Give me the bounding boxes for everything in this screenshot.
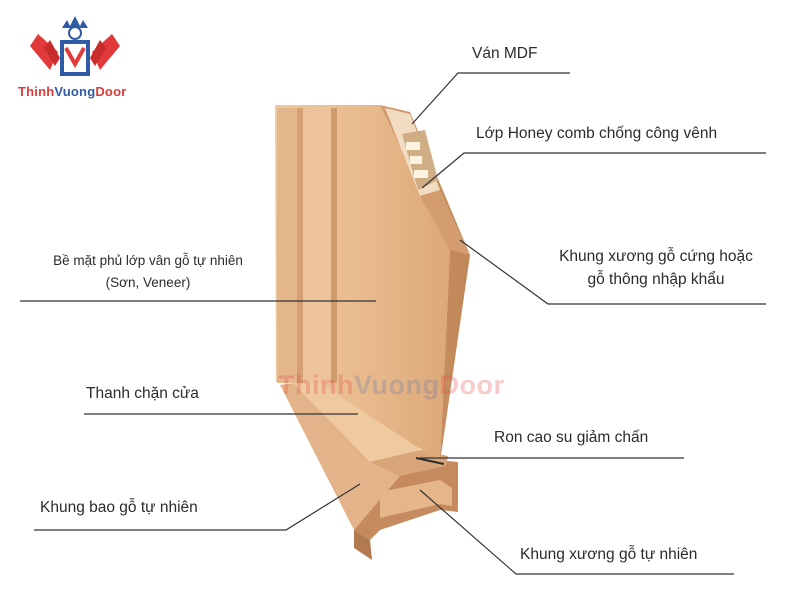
brand-logo [30,16,120,76]
brand-logo-text: ThinhVuongDoor [18,84,126,99]
label-khung-xuong-line2: gỗ thông nhập khẩu [587,271,725,288]
watermark-part2: Vuong [353,370,440,400]
label-honeycomb: Lớp Honey comb chống công vênh [476,125,718,142]
watermark-part3: Door [439,370,505,400]
label-be-mat: Bề mặt phủ lớp vân gỗ tự nhiên (Sơn, Ven… [16,251,280,293]
leader-honeycomb [421,152,766,189]
leader-van-mdf [411,72,570,125]
door-leaf [275,105,470,465]
label-be-mat-line2: (Sơn, Veneer) [105,275,191,290]
logo-text-part2: Vuong [54,84,96,99]
label-khung-xuong-line1: Khung xương gỗ cứng hoặc [559,248,753,265]
label-khung-bao: Khung bao gỗ tự nhiên [40,499,198,516]
logo-text-part3: Door [95,84,127,99]
door-frame [280,370,458,560]
leader-khung-bao [34,483,361,531]
label-be-mat-line1: Bề mặt phủ lớp vân gỗ tự nhiên [53,253,243,268]
leader-khung-xuong-tu-nhien [419,489,734,575]
watermark-text: ThinhVuongDoor [278,370,504,401]
leader-khung-xuong [459,239,766,305]
label-ron-cao-su: Ron cao su giảm chấn [494,429,649,446]
label-van-mdf: Ván MDF [472,45,538,62]
label-khung-xuong-tu-nhien: Khung xương gỗ tự nhiên [520,546,698,563]
logo-text-part1: Thinh [18,84,55,99]
leader-lines [20,72,766,575]
watermark-part1: Thinh [278,370,354,400]
label-thanh-chan: Thanh chặn cửa [86,385,199,402]
label-khung-xuong: Khung xương gỗ cứng hoặc gỗ thông nhập k… [540,247,772,290]
